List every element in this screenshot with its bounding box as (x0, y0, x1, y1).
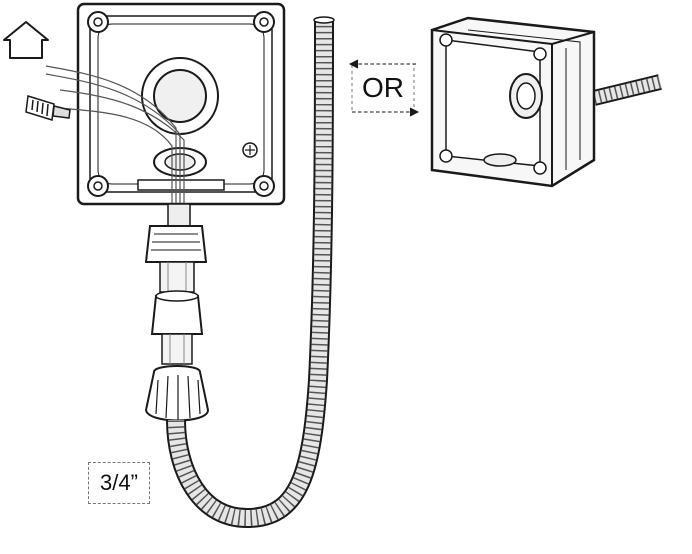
ground-screw (242, 142, 258, 158)
wires (45, 65, 185, 210)
junction-box-3d (430, 16, 662, 188)
corner-screw (87, 175, 109, 197)
corner-screw (253, 11, 275, 33)
up-arrow-icon (3, 21, 49, 59)
center-knockout (141, 57, 219, 135)
or-label: OR (362, 72, 404, 103)
conduit-coupling (144, 365, 210, 422)
corner-screw (253, 175, 275, 197)
rj45-connector-icon (25, 95, 71, 121)
gland-nut (150, 290, 204, 365)
conduit-size-label: 3/4” (88, 462, 150, 504)
or-bracket (348, 59, 420, 117)
corner-screw (87, 11, 109, 33)
junction-box-front (76, 2, 286, 206)
flexible-conduit (166, 16, 335, 528)
conduit-fitting (144, 203, 208, 293)
